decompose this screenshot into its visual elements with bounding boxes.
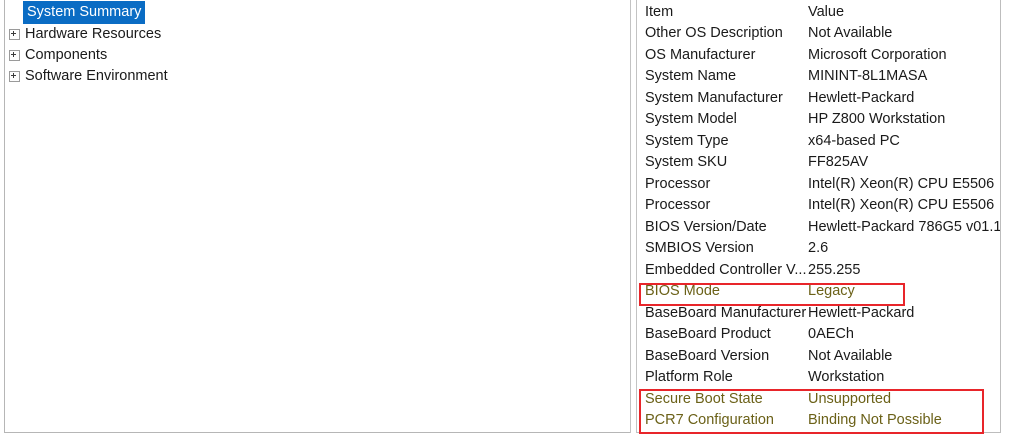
detail-item-label: BaseBoard Manufacturer [645,304,807,321]
detail-row[interactable]: Other OS Description Not Available [637,23,1000,45]
expand-plus-icon[interactable] [9,28,20,40]
detail-item-label: BaseBoard Version [645,347,770,364]
detail-row[interactable]: BaseBoard Product 0AECh [637,324,1000,346]
detail-row[interactable]: PCR7 Configuration Binding Not Possible [637,410,1000,432]
detail-item-label: Platform Role [645,369,733,385]
detail-row[interactable]: Platform Role Workstation [637,367,1000,389]
detail-row[interactable]: SMBIOS Version 2.6 [637,238,1000,260]
detail-row[interactable]: OS Manufacturer Microsoft Corporation [637,45,1000,67]
pane-splitter[interactable] [630,0,637,433]
detail-item-value: MININT-8L1MASA [808,68,928,84]
detail-item-label: BaseBoard Product [645,326,771,342]
detail-row[interactable]: Embedded Controller V...255.255 [637,260,1000,282]
detail-item-value: Not Available [808,25,893,41]
detail-row[interactable]: System Manufacturer Hewlett-Packard [637,88,1000,110]
detail-item-label: System Manufacturer [645,89,783,106]
detail-item-label: Other OS Description [645,25,783,41]
tree-item-label: Hardware Resources [25,26,162,42]
detail-row[interactable]: BaseBoard Version Not Available [637,346,1000,368]
detail-item-value: Binding Not Possible [808,412,942,428]
detail-row[interactable]: System Model HP Z800 Workstation [637,109,1000,131]
column-header-item: Item [645,3,674,20]
column-header-value: Value [808,3,845,20]
detail-row[interactable]: Secure Boot State Unsupported [637,389,1000,411]
detail-row[interactable]: Processor Intel(R) Xeon(R) CPU E5506 [637,195,1000,217]
detail-item-value: 255.255 [808,261,861,278]
detail-header-row[interactable]: Item Value [637,2,1000,24]
tree-item-label: Components [25,47,108,63]
detail-item-value: Hewlett-Packard 786G5 v01.17, 8/ [808,218,1001,235]
detail-item-label: System Model [645,111,737,127]
detail-item-value: 0AECh [808,326,854,342]
detail-item-label: System Type [645,132,729,149]
detail-item-value: Hewlett-Packard [808,89,915,106]
detail-item-value: HP Z800 Workstation [808,111,946,127]
detail-item-label: Processor [645,197,711,213]
detail-item-label: System SKU [645,154,728,170]
tree-item-system-summary[interactable]: System Summary [9,0,146,24]
detail-item-value: FF825AV [808,154,869,170]
detail-item-value: Microsoft Corporation [808,46,947,63]
detail-item-label: Embedded Controller V... [645,261,807,278]
detail-item-value: x64-based PC [808,132,900,149]
expand-plus-icon[interactable] [9,49,20,61]
detail-row[interactable]: Processor Intel(R) Xeon(R) CPU E5506 [637,174,1000,196]
tree-item-software-environment[interactable]: Software Environment [9,66,168,86]
detail-item-value: Not Available [808,347,893,364]
detail-item-label: SMBIOS Version [645,240,754,256]
detail-item-label: BIOS Mode [645,283,720,299]
expand-plus-icon[interactable] [9,70,20,82]
detail-item-label: BIOS Version/Date [645,218,767,235]
detail-item-value: Hewlett-Packard [808,304,915,321]
detail-item-value: Unsupported [808,390,892,407]
detail-item-label: Processor [645,175,711,192]
tree-item-label: Software Environment [25,68,168,84]
detail-item-label: OS Manufacturer [645,46,756,63]
detail-row[interactable]: System SKU FF825AV [637,152,1000,174]
detail-item-label: PCR7 Configuration [645,412,774,428]
detail-item-value: Intel(R) Xeon(R) CPU E5506 [808,175,995,192]
detail-item-value: Legacy [808,283,855,299]
detail-item-label: System Name [645,68,737,84]
detail-item-label: Secure Boot State [645,390,763,407]
detail-item-value: Workstation [808,369,885,385]
tree-item-label: System Summary [23,0,146,24]
tree-item-hardware-resources[interactable]: Hardware Resources [9,24,161,44]
detail-row[interactable]: System Type x64-based PC [637,131,1000,153]
detail-item-value: 2.6 [808,240,829,256]
detail-item-value: Intel(R) Xeon(R) CPU E5506 [808,197,995,213]
detail-row[interactable]: System Name MININT-8L1MASA [637,66,1000,88]
detail-row[interactable]: BIOS Mode Legacy [637,281,1000,303]
detail-row[interactable]: BIOS Version/Date Hewlett-Packard 786G5 v… [637,217,1001,239]
tree-item-components[interactable]: Components [9,45,107,65]
